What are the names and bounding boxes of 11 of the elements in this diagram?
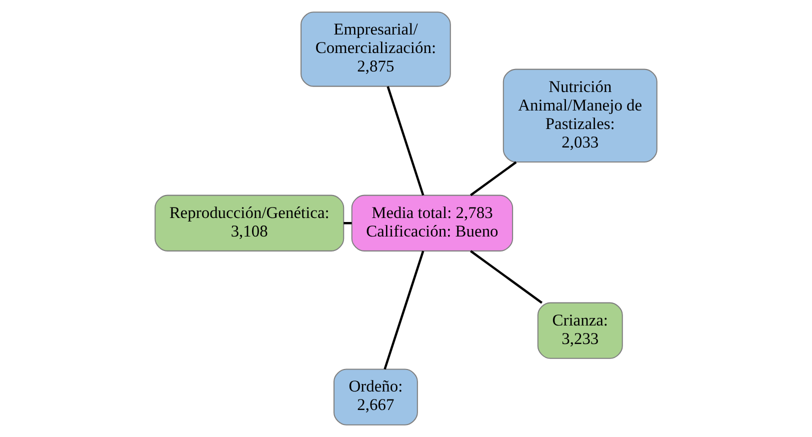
connector xyxy=(384,250,424,370)
node-box: Media total: 2,783 Calificación: Bueno xyxy=(351,194,514,252)
connector xyxy=(470,161,517,196)
node-box: Reproducción/Genética: 3,108 xyxy=(154,194,344,252)
connector xyxy=(344,222,352,224)
node-box: Empresarial/ Comercialización: 2,875 xyxy=(300,12,451,87)
node-box: Ordeño: 2,667 xyxy=(333,368,418,426)
connector xyxy=(386,86,424,196)
node-box: Crianza: 3,233 xyxy=(537,302,623,359)
node-box: Nutrición Animal/Manejo de Pastizales: 2,033 xyxy=(502,68,658,163)
connector xyxy=(470,250,543,304)
